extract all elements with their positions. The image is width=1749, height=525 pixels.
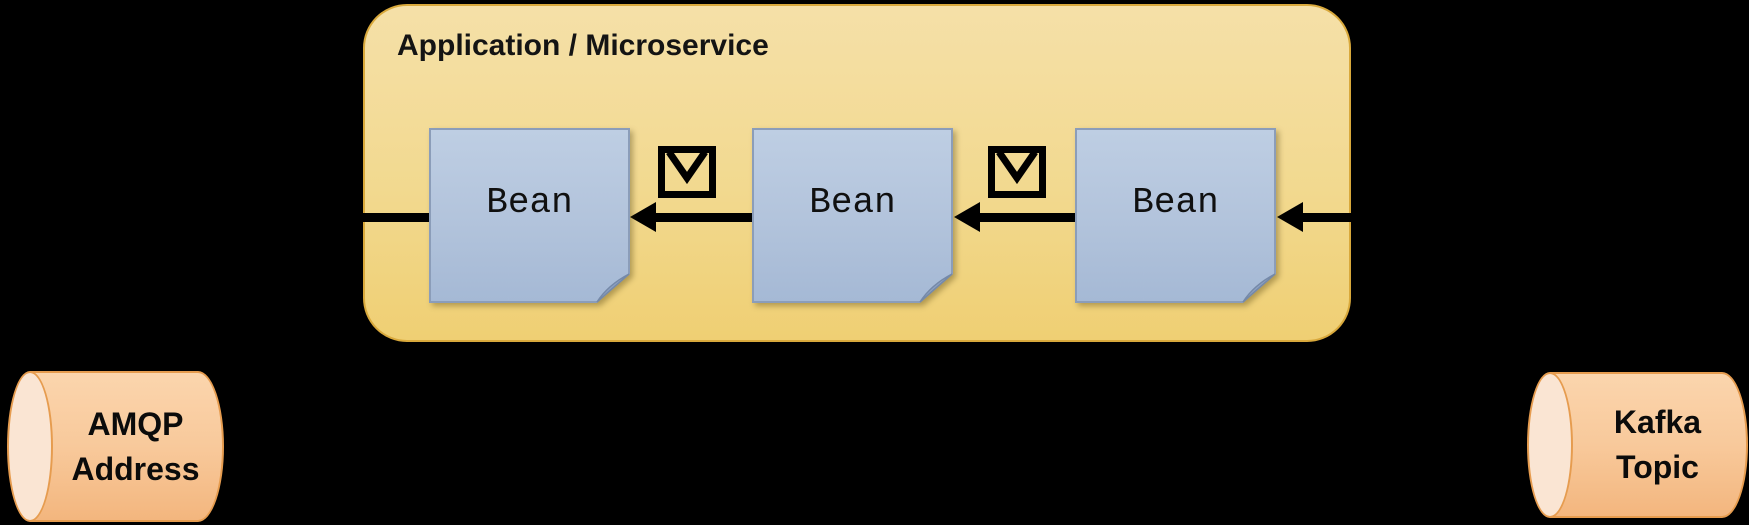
endpoint-label-line1: Kafka bbox=[1613, 404, 1702, 440]
bean-node-1: Bean bbox=[429, 128, 630, 303]
bean-label: Bean bbox=[1132, 182, 1219, 223]
bean-label: Bean bbox=[809, 182, 896, 223]
cylinder-cap bbox=[7, 371, 53, 522]
kafka-cylinder: Kafka Topic bbox=[1527, 372, 1748, 518]
folded-corner-icon bbox=[1242, 273, 1276, 303]
folded-corner-icon bbox=[596, 273, 630, 303]
endpoint-label-line1: AMQP bbox=[87, 405, 184, 442]
bean-node-2: Bean bbox=[752, 128, 953, 303]
folded-corner-icon bbox=[919, 273, 953, 303]
amqp-cylinder: AMQP Address bbox=[7, 371, 224, 522]
cylinder-cap bbox=[1527, 372, 1573, 518]
bean-shape bbox=[429, 128, 630, 303]
amqp-address-label: AMQP Address bbox=[53, 402, 218, 492]
application-title: Application / Microservice bbox=[397, 29, 769, 62]
arrow-line-to-amqp bbox=[350, 213, 429, 222]
endpoint-label-line2: Topic bbox=[1616, 449, 1699, 485]
bean-shape bbox=[752, 128, 953, 303]
endpoint-label-line2: Address bbox=[71, 450, 200, 487]
cylinder-body bbox=[30, 371, 224, 522]
bean-node-3: Bean bbox=[1075, 128, 1276, 303]
message-envelope-icon bbox=[658, 146, 716, 198]
bean-label: Bean bbox=[486, 182, 573, 223]
kafka-topic-label: Kafka Topic bbox=[1573, 400, 1742, 490]
arrow-head-kafka-to-bean3 bbox=[1277, 202, 1303, 232]
cylinder-body bbox=[1550, 372, 1748, 518]
arrow-line-bean3-to-bean2 bbox=[976, 213, 1075, 222]
arrow-head-bean3-to-bean2 bbox=[954, 202, 980, 232]
arrow-line-bean2-to-bean1 bbox=[652, 213, 752, 222]
message-envelope-icon bbox=[988, 146, 1046, 198]
arrow-head-bean2-to-bean1 bbox=[630, 202, 656, 232]
arrow-line-kafka-to-bean3 bbox=[1299, 213, 1360, 222]
bean-shape bbox=[1075, 128, 1276, 303]
